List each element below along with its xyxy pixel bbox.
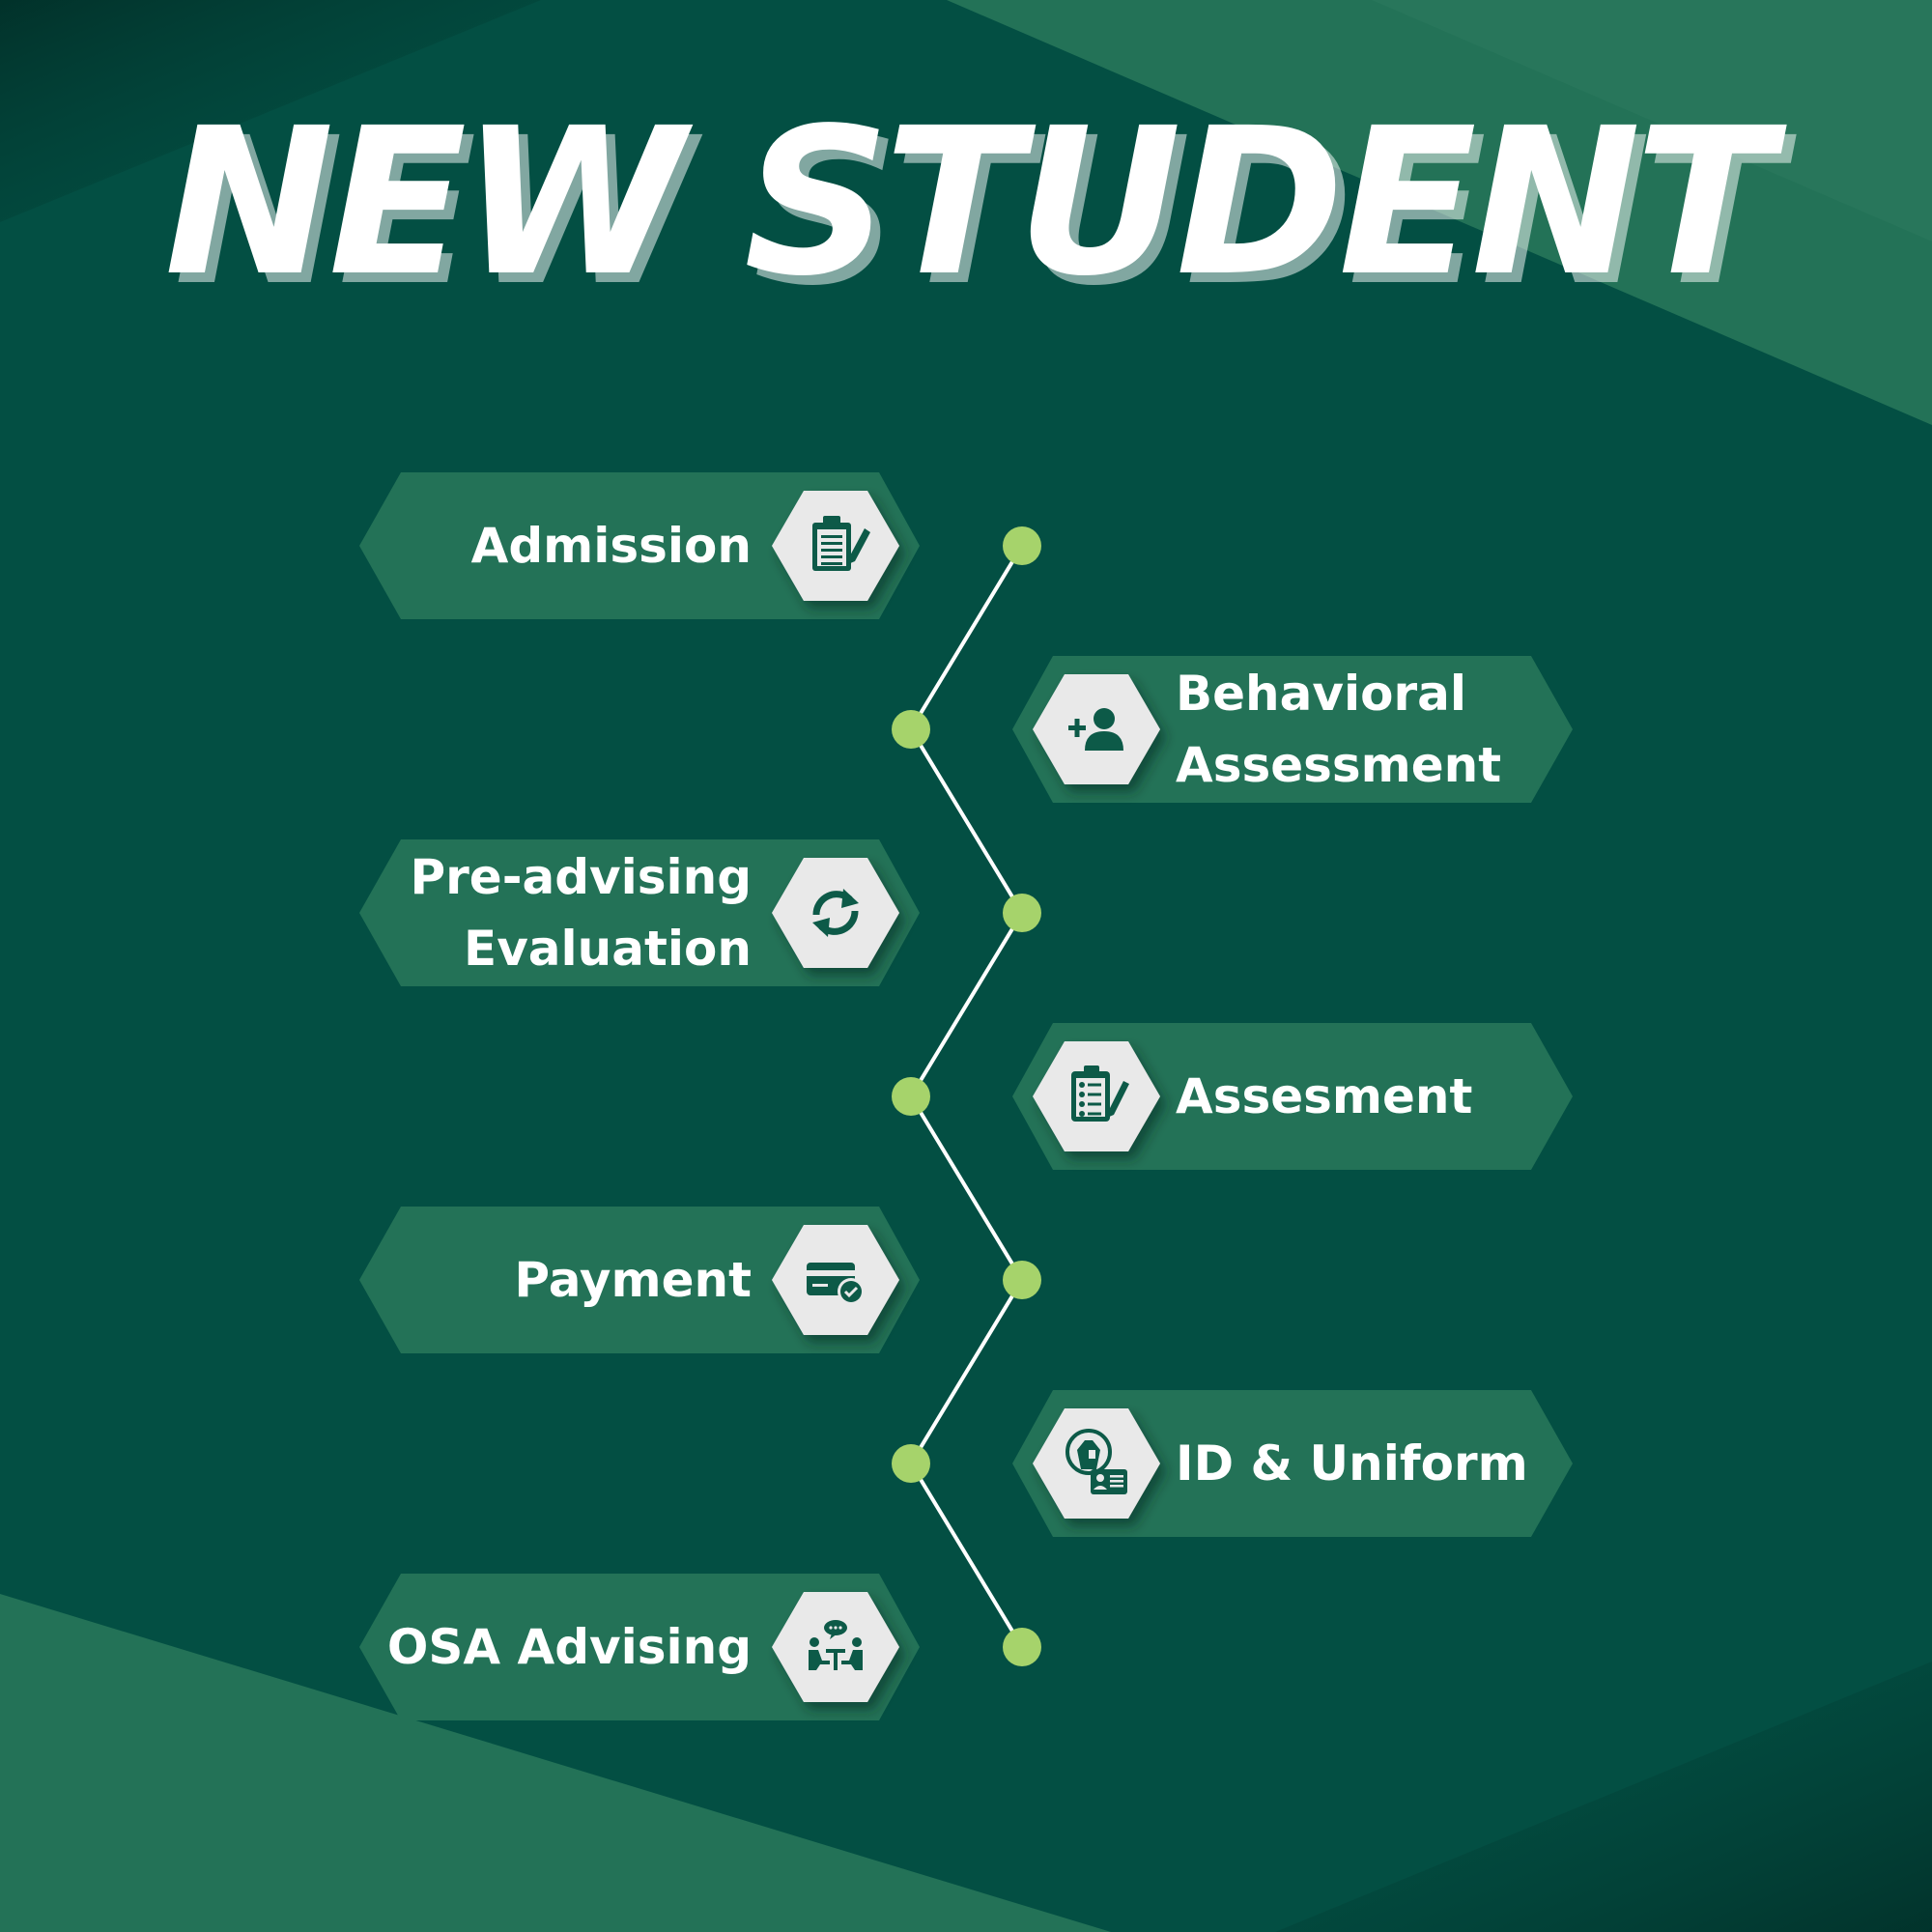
step-card-shape	[359, 472, 920, 619]
step-label: Assessment	[1176, 737, 1501, 793]
connector-nodes	[892, 526, 1041, 1666]
connector-node	[892, 710, 930, 749]
step-icon-badge	[772, 1592, 899, 1702]
step-label: Assesment	[1176, 1068, 1472, 1124]
step-card: Admission	[359, 472, 920, 619]
refresh-icon	[812, 889, 859, 937]
connector-node	[1003, 894, 1041, 932]
step-card: OSA Advising	[359, 1574, 920, 1720]
step-card-shape	[1012, 1023, 1573, 1170]
step-label: Pre-advising	[410, 849, 752, 905]
step-icon-badge	[772, 858, 899, 968]
step-card-shape	[1012, 1390, 1573, 1537]
step-icon-badge	[1033, 674, 1160, 784]
bottom-left-band	[0, 1594, 1111, 1932]
step-card-shape	[359, 839, 920, 986]
page-title: NEW STUDENT	[164, 84, 1787, 321]
step-cards: AdmissionBehavioralAssessmentPre-advisin…	[359, 472, 1573, 1720]
step-card-shape	[1012, 656, 1573, 803]
connector-node	[1003, 526, 1041, 565]
step-card: ID & Uniform	[1012, 1390, 1573, 1537]
page-title-shadow: NEW STUDENT	[174, 94, 1797, 330]
connector-node	[1003, 1628, 1041, 1666]
bottom-right-shade	[1275, 1662, 1932, 1932]
step-label: ID & Uniform	[1176, 1435, 1528, 1492]
step-label: Behavioral	[1176, 666, 1466, 722]
title-group: NEW STUDENT NEW STUDENT	[164, 84, 1803, 330]
add-user-icon	[1068, 708, 1123, 751]
clipboard-pencil-icon	[812, 516, 870, 571]
step-label: OSA Advising	[387, 1619, 752, 1675]
checklist-pencil-icon	[1071, 1065, 1129, 1122]
step-label: Evaluation	[464, 921, 752, 977]
step-card-shape	[359, 1574, 920, 1720]
top-left-shade	[0, 0, 541, 222]
step-card-shape	[359, 1207, 920, 1353]
connector-node	[892, 1077, 930, 1116]
step-label: Admission	[471, 518, 752, 574]
top-right-band-shade	[1372, 0, 1932, 242]
meeting-chat-icon	[809, 1620, 863, 1670]
id-card-uniform-icon	[1065, 1429, 1127, 1494]
credit-card-check-icon	[807, 1263, 865, 1305]
step-label: Payment	[514, 1252, 752, 1308]
connector-node	[1003, 1261, 1041, 1299]
step-card: Payment	[359, 1207, 920, 1353]
connector-node	[892, 1444, 930, 1483]
step-card: Assesment	[1012, 1023, 1573, 1170]
